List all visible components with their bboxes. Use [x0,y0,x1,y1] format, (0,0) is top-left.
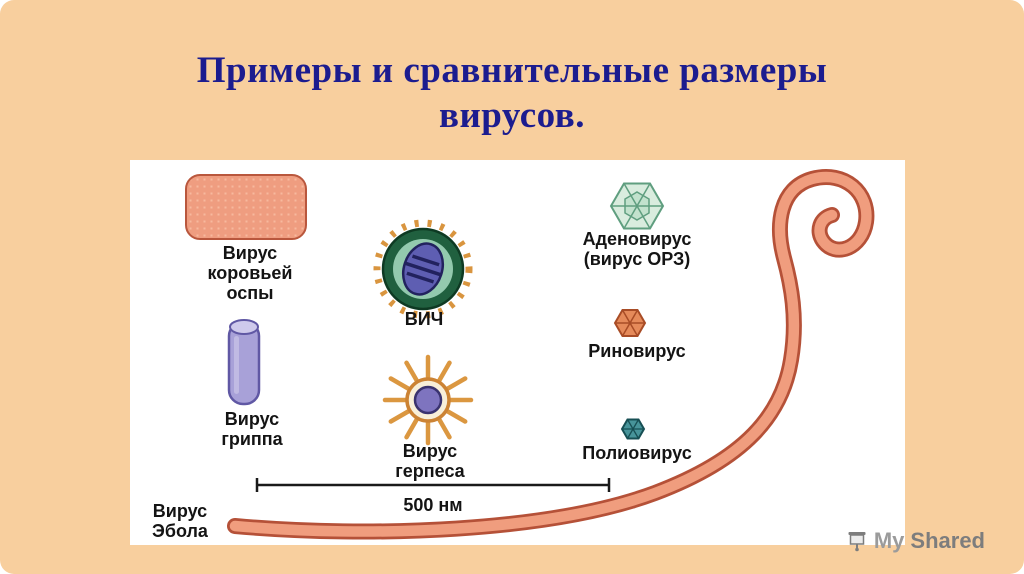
ebola-virus-illustration [227,169,875,540]
scale-bar [255,478,611,492]
poliovirus-label: Полиовирус [582,443,692,463]
adenovirus-illustration [609,182,665,230]
rhinovirus-label: Риновирус [588,341,686,361]
influenza-virus-illustration [227,319,261,406]
watermark-text-shared: Shared [910,528,985,553]
slide-title: Примеры и сравнительные размеры вирусов. [196,50,828,137]
rhinovirus-illustration [613,309,647,337]
scale-bar-label: 500 нм [403,495,463,515]
adenovirus-label: Аденовирус (вирус ОРЗ) [582,229,692,269]
watermark-text-my: My [873,528,905,553]
virus-diagram-panel: Вирус коровьей оспы ВИЧ [130,160,905,545]
herpes-virus-label: Вирус герпеса [395,441,465,481]
influenza-virus-label: Вирус гриппа [221,409,283,449]
projector-screen-icon [848,532,866,552]
cowpox-virus-illustration [185,174,307,240]
poliovirus-illustration [620,418,646,440]
herpes-virus-illustration [382,354,474,446]
hiv-virus-illustration [373,219,473,319]
hiv-virus-label: ВИЧ [404,309,444,329]
cowpox-virus-label: Вирус коровьей оспы [207,243,293,303]
ebola-virus-label: Вирус Эбола [152,501,208,541]
